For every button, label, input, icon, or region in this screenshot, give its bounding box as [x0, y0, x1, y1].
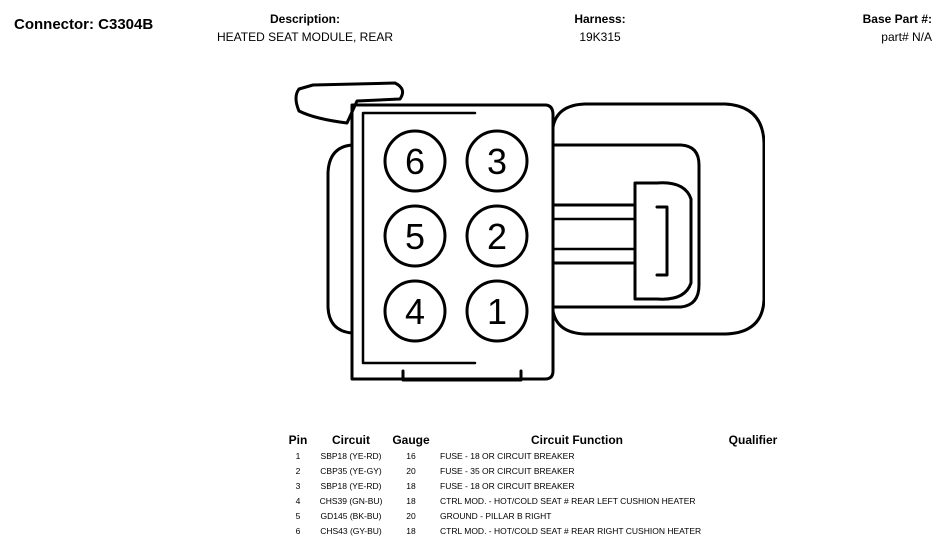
row-function: FUSE - 18 OR CIRCUIT BREAKER [440, 450, 575, 461]
pin-label-1: 1 [487, 291, 507, 332]
description-block: Description: HEATED SEAT MODULE, REAR [170, 10, 440, 46]
pin-2-circle [465, 204, 529, 268]
table-row: 1 SBP18 (YE-RD) 16 FUSE - 18 OR CIRCUIT … [282, 448, 786, 463]
connector-latch-tab [294, 81, 405, 125]
connector-housing [350, 103, 555, 381]
connector-bottom-lip [401, 369, 523, 382]
table-row: 5 GD145 (BK-BU) 20 GROUND - PILLAR B RIG… [282, 508, 786, 523]
connector-left-side [326, 143, 354, 335]
row-circuit: CHS39 (GN-BU) [319, 495, 383, 506]
row-circuit: CHS43 (GY-BU) [320, 525, 382, 536]
pin-5-circle [383, 204, 447, 268]
header-circuit: Circuit [331, 432, 370, 447]
row-pin: 6 [295, 525, 301, 536]
harness-block: Harness: 19K315 [540, 10, 660, 46]
table-row: 4 CHS39 (GN-BU) 18 CTRL MOD. - HOT/COLD … [282, 493, 786, 508]
row-qualifier [720, 493, 786, 508]
row-pin: 5 [295, 510, 301, 521]
row-pin: 3 [295, 480, 301, 491]
row-qualifier [720, 463, 786, 478]
row-qualifier [720, 508, 786, 523]
description-value: HEATED SEAT MODULE, REAR [216, 30, 394, 44]
row-function: FUSE - 18 OR CIRCUIT BREAKER [440, 480, 575, 491]
pin-label-3: 3 [487, 141, 507, 182]
row-function: GROUND - PILLAR B RIGHT [440, 510, 552, 521]
row-circuit: SBP18 (YE-RD) [320, 450, 382, 461]
row-circuit: GD145 (BK-BU) [320, 510, 382, 521]
connector-diagram: 6 3 5 2 4 1 [294, 81, 765, 382]
row-pin: 2 [295, 465, 301, 476]
pin-label-4: 4 [405, 291, 425, 332]
row-gauge: 16 [406, 450, 416, 461]
header-function: Circuit Function [531, 432, 623, 447]
pin-label-5: 5 [405, 216, 425, 257]
table-row: 3 SBP18 (YE-RD) 18 FUSE - 18 OR CIRCUIT … [282, 478, 786, 493]
description-label: Description: [269, 12, 340, 26]
connector-key-lock-tab [655, 205, 669, 277]
connector-right-inner [551, 143, 701, 309]
connector-inner-frame [361, 111, 477, 365]
connector-title: Connector: C3304B [14, 16, 154, 33]
row-circuit: CBP35 (YE-GY) [320, 465, 382, 476]
header-gauge: Gauge [392, 432, 430, 447]
pin-label-2: 2 [487, 216, 507, 257]
connector-key-slot-line [551, 217, 637, 251]
header-qualifier: Qualifier [728, 432, 778, 447]
row-qualifier [720, 523, 786, 538]
header-pin: Pin [288, 432, 308, 447]
pin-6-circle [383, 129, 447, 193]
row-gauge: 18 [406, 525, 416, 536]
pin-3-circle [465, 129, 529, 193]
table-row: 2 CBP35 (YE-GY) 20 FUSE - 35 OR CIRCUIT … [282, 463, 786, 478]
row-function: CTRL MOD. - HOT/COLD SEAT # REAR LEFT CU… [440, 495, 696, 506]
pin-1-circle [465, 279, 529, 343]
row-qualifier [720, 448, 786, 463]
harness-value: 19K315 [579, 30, 621, 44]
pin-label-6: 6 [405, 141, 425, 182]
table-header-row: Pin Circuit Gauge Circuit Function Quali… [282, 431, 786, 448]
harness-label: Harness: [574, 12, 626, 26]
row-circuit: SBP18 (YE-RD) [320, 480, 382, 491]
row-gauge: 20 [406, 510, 416, 521]
row-gauge: 20 [406, 465, 416, 476]
base-part-label: Base Part #: [862, 12, 932, 26]
row-gauge: 18 [406, 495, 416, 506]
row-function: CTRL MOD. - HOT/COLD SEAT # REAR RIGHT C… [440, 525, 702, 536]
base-part-block: Base Part #: part# N/A [792, 10, 932, 46]
base-part-value: part# N/A [881, 30, 932, 44]
connector-right-frame [551, 102, 765, 336]
connector-key-slot [551, 203, 637, 265]
row-gauge: 18 [406, 480, 416, 491]
row-pin: 4 [295, 495, 301, 506]
row-pin: 1 [295, 450, 301, 461]
row-qualifier [720, 478, 786, 493]
connector-key-lock [633, 181, 693, 301]
pin-4-circle [383, 279, 447, 343]
row-function: FUSE - 35 OR CIRCUIT BREAKER [440, 465, 575, 476]
pin-table: Pin Circuit Gauge Circuit Function Quali… [282, 431, 786, 538]
table-row: 6 CHS43 (GY-BU) 18 CTRL MOD. - HOT/COLD … [282, 523, 786, 538]
